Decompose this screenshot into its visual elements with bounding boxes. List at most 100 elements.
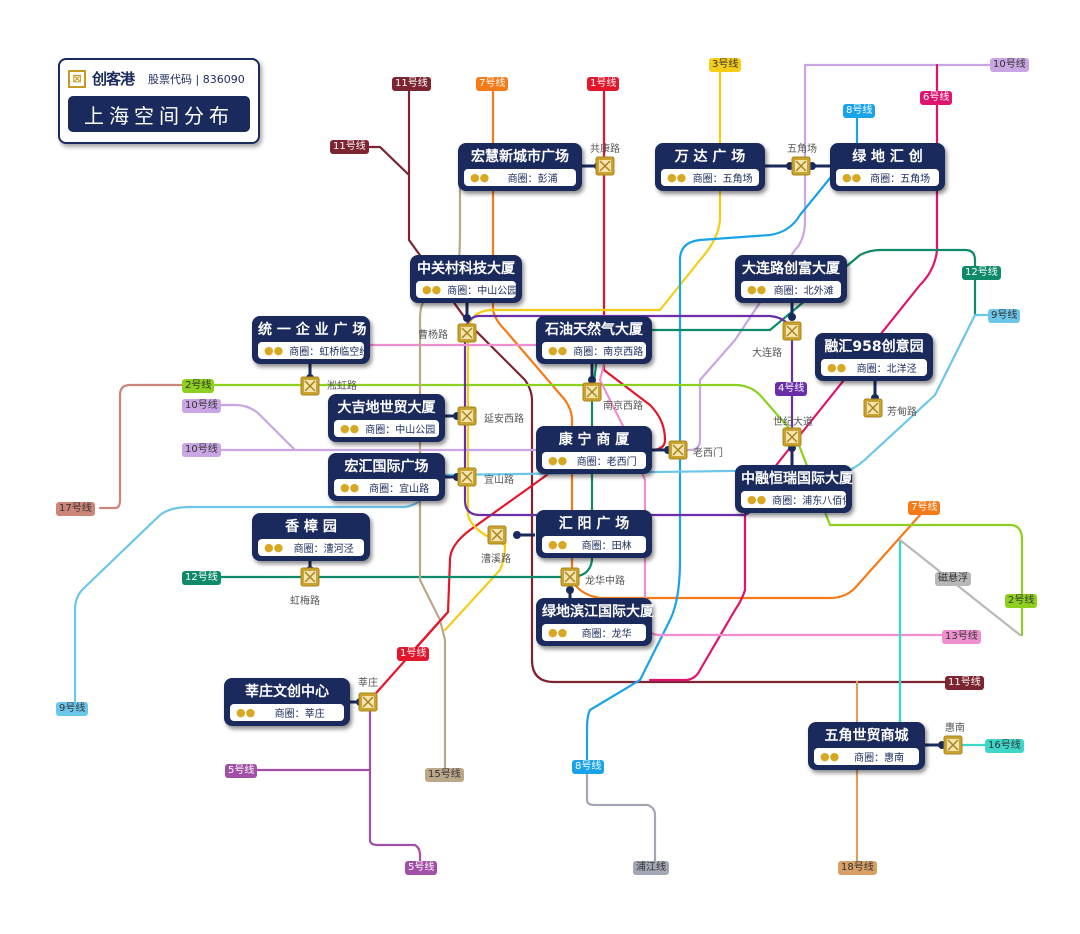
building-card[interactable]: 大连路创富大厦 ●● 商圈：北外滩	[735, 255, 847, 303]
building-card[interactable]: 大吉地世贸大厦 ●● 商圈：中山公园	[328, 394, 445, 442]
line-tag[interactable]: 7号线	[908, 501, 941, 515]
line-tag[interactable]: 17号线	[56, 502, 95, 516]
line-tag[interactable]: 1号线	[397, 647, 430, 661]
building-card[interactable]: 康 宁 商 厦 ●● 商圈：老西门	[536, 426, 652, 474]
district-badge: ●● 商圈：浦东八佰伴	[741, 491, 846, 508]
building-card[interactable]: 万 达 广 场 ●● 商圈：五角场	[655, 143, 765, 191]
district-badge: ●● 商圈：五角场	[836, 169, 939, 186]
station-logo-icon[interactable]	[782, 321, 802, 341]
building-card[interactable]: 莘庄文创中心 ●● 商圈：莘庄	[224, 678, 350, 726]
station-logo-icon[interactable]	[487, 525, 507, 545]
district-text: 商圈：虹桥临空经济园区	[289, 347, 364, 358]
building-card[interactable]: 宏慧新城市广场 ●● 商圈：彭浦	[458, 143, 582, 191]
line-tag[interactable]: 11号线	[392, 77, 431, 91]
building-name: 莘庄文创中心	[245, 684, 329, 700]
line-9-path	[73, 313, 1007, 710]
building-card[interactable]: 中关村科技大厦 ●● 商圈：中山公园	[410, 255, 522, 303]
line-tag[interactable]: 16号线	[985, 739, 1024, 753]
building-card[interactable]: 宏汇国际广场 ●● 商圈：宜山路	[328, 453, 445, 501]
station-logo-icon[interactable]	[358, 692, 378, 712]
station-logo-icon[interactable]	[457, 406, 477, 426]
building-card[interactable]: 五角世贸商城 ●● 商圈：惠南	[808, 722, 925, 770]
station-logo-icon[interactable]	[595, 156, 615, 176]
district-text: 商圈：宜山路	[369, 484, 430, 495]
building-card[interactable]: 绿地滨江国际大厦 ●● 商圈：龙华	[536, 598, 654, 646]
line-tag[interactable]: 15号线	[425, 768, 464, 782]
building-card[interactable]: 中融恒瑞国际大厦 ●● 商圈：浦东八佰伴	[735, 465, 853, 513]
station-name: 芳甸路	[887, 407, 917, 418]
line-5-path	[238, 698, 422, 867]
station-name: 延安西路	[484, 414, 524, 425]
line-maglev-path	[898, 538, 1022, 637]
line-8-path	[585, 108, 859, 767]
stock-code: 股票代码 | 836090	[148, 72, 245, 86]
station-logo-icon[interactable]	[457, 323, 477, 343]
line-tag[interactable]: 6号线	[920, 91, 953, 105]
line-tag[interactable]: 9号线	[56, 702, 89, 716]
district-text: 商圈：南京西路	[573, 347, 644, 358]
station-logo-icon[interactable]	[560, 567, 580, 587]
line-tag[interactable]: 磁悬浮	[935, 572, 971, 586]
line-tag[interactable]: 12号线	[182, 571, 221, 585]
building-card[interactable]: 融汇958创意园 ●● 商圈：北洋泾	[815, 333, 933, 381]
station-logo-icon[interactable]	[582, 382, 602, 402]
building-name: 大吉地世贸大厦	[337, 400, 436, 416]
line-tag[interactable]: 5号线	[225, 764, 258, 778]
line-10-west-path	[203, 403, 692, 452]
station-name: 宜山路	[484, 475, 514, 486]
people-group-icon: ●●	[264, 541, 284, 554]
station-logo-icon[interactable]	[943, 735, 963, 755]
district-badge: ●● 商圈：宜山路	[334, 479, 439, 496]
building-card[interactable]: 石油天然气大厦 ●● 商圈：南京西路	[536, 316, 652, 364]
line-tag[interactable]: 2号线	[1005, 594, 1038, 608]
line-tag[interactable]: 4号线	[775, 382, 808, 396]
line-tag[interactable]: 1号线	[587, 77, 620, 91]
building-card[interactable]: 汇 阳 广 场 ●● 商圈：田林	[536, 510, 652, 558]
building-card[interactable]: 统 一 企 业 广 场 ●● 商圈：虹桥临空经济园区	[252, 316, 370, 364]
people-group-icon: ●●	[236, 706, 256, 719]
station-logo-icon[interactable]	[300, 376, 320, 396]
station-name: 莘庄	[358, 678, 378, 689]
district-text: 商圈：漕河泾	[293, 544, 354, 555]
line-tag[interactable]: 10号线	[182, 443, 221, 457]
station-logo-icon[interactable]	[457, 467, 477, 487]
station-logo-icon[interactable]	[863, 398, 883, 418]
people-group-icon: ●●	[667, 171, 687, 184]
line-tag[interactable]: 2号线	[182, 379, 215, 393]
people-group-icon: ●●	[548, 344, 568, 357]
brand-logo-icon: ⊠	[68, 69, 86, 88]
line-tag[interactable]: 13号线	[942, 630, 981, 644]
line-tag[interactable]: 12号线	[962, 266, 1001, 280]
district-text: 商圈：田林	[581, 541, 632, 552]
line-tag[interactable]: 8号线	[572, 760, 605, 774]
building-name: 宏汇国际广场	[344, 459, 429, 475]
station-logo-icon[interactable]	[791, 156, 811, 176]
district-text: 商圈：北外滩	[773, 286, 834, 297]
district-text: 商圈：龙华	[581, 629, 632, 640]
district-badge: ●● 商圈：惠南	[814, 748, 919, 765]
line-tag[interactable]: 10号线	[990, 58, 1029, 72]
line-tag[interactable]: 9号线	[988, 309, 1021, 323]
line-tag[interactable]: 浦江线	[633, 861, 669, 875]
line-tag[interactable]: 18号线	[838, 861, 877, 875]
line-tag[interactable]: 8号线	[843, 104, 876, 118]
people-group-icon: ●●	[470, 171, 490, 184]
station-logo-icon[interactable]	[300, 567, 320, 587]
line-17-path	[98, 383, 187, 510]
station-logo-icon[interactable]	[782, 427, 802, 447]
building-card[interactable]: 香 樟 园 ●● 商圈：漕河泾	[252, 513, 370, 561]
line-tag[interactable]: 7号线	[476, 77, 509, 91]
line-tag[interactable]: 5号线	[405, 861, 438, 875]
line-tag[interactable]: 10号线	[182, 399, 221, 413]
line-tag[interactable]: 11号线	[330, 140, 369, 154]
station-logo-icon[interactable]	[668, 440, 688, 460]
line-7-path	[491, 88, 922, 600]
building-name: 香 樟 园	[285, 519, 337, 535]
building-name: 绿 地 汇 创	[852, 149, 923, 165]
district-badge: ●● 商圈：彭浦	[464, 169, 576, 186]
district-text: 商圈：莘庄	[274, 709, 325, 720]
building-name: 宏慧新城市广场	[471, 149, 569, 165]
line-tag[interactable]: 3号线	[709, 58, 742, 72]
line-tag[interactable]: 11号线	[945, 676, 984, 690]
building-card[interactable]: 绿 地 汇 创 ●● 商圈：五角场	[830, 143, 945, 191]
